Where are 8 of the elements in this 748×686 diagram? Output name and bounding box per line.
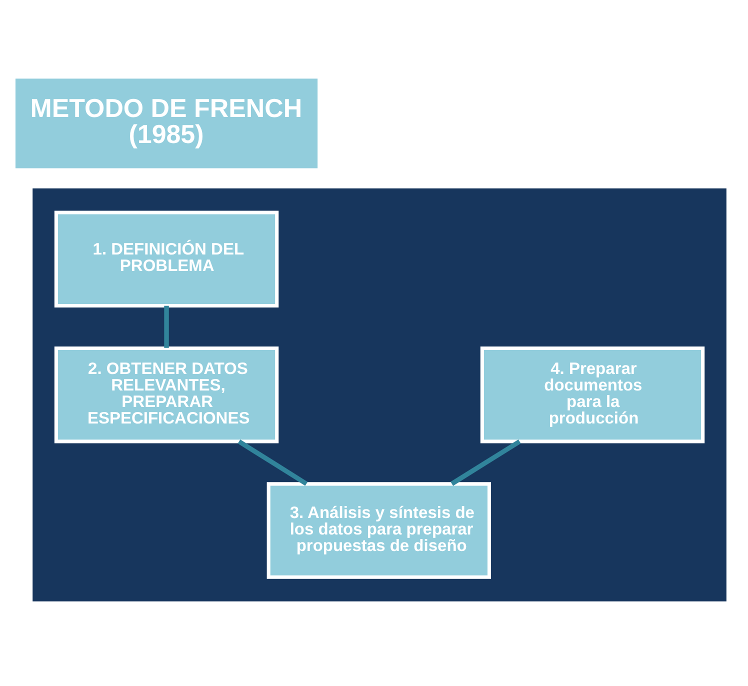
connector (237, 439, 308, 486)
node-box: 3. Análisis y síntesis de los datos para preparar propuestas de diseño (266, 482, 491, 578)
cluster (32, 188, 726, 601)
node-box: 2. OBTENER DATOS RELEVANTES, PREPARAR ESPECIFICACIONES (54, 346, 278, 443)
connector (450, 439, 520, 486)
node-box: 4. Preparar documentos para la producción (480, 346, 704, 443)
connector (164, 305, 168, 348)
node-box: 1. DEFINICIÓN DEL PROBLEMA (54, 210, 278, 307)
